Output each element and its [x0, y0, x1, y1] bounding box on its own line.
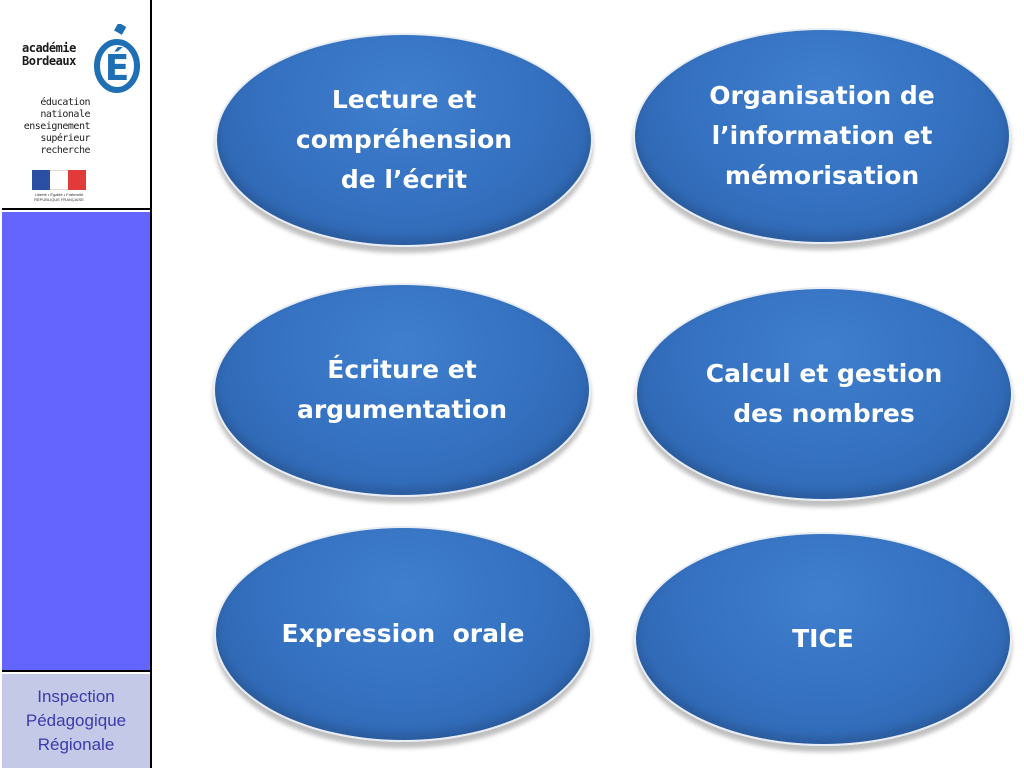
oval-expression-orale[interactable]: Expression orale [214, 526, 592, 742]
french-flag-icon [32, 170, 86, 190]
oval-label: Écriture et argumentation [296, 355, 507, 424]
flag-caption: Liberté • Égalité • Fraternité RÉPUBLIQU… [34, 192, 84, 202]
footer-line-1: Inspection [37, 687, 115, 706]
academie-logo: académie Bordeaux É éducation nationale … [2, 2, 150, 210]
oval-label: Lecture et compréhension de l’écrit [295, 85, 513, 194]
e-logo-icon: É [94, 24, 140, 93]
logo-bordeaux: Bordeaux [22, 54, 76, 68]
oval-label: Calcul et gestion des nombres [705, 359, 943, 428]
oval-organisation[interactable]: Organisation de l’information et mémoris… [633, 28, 1011, 244]
logo-wordmark: académie Bordeaux [22, 42, 76, 68]
sidebar-footer-label: Inspection Pédagogique Régionale [2, 674, 150, 768]
footer-line-2: Pédagogique [25, 711, 127, 730]
logo-academie: académie [22, 41, 76, 55]
logo-line: enseignement [23, 121, 91, 132]
logo-line: supérieur [40, 133, 90, 144]
oval-label: Organisation de l’information et mémoris… [709, 81, 935, 190]
sidebar-color-panel [2, 212, 150, 672]
oval-label: TICE [792, 624, 854, 653]
sidebar: académie Bordeaux É éducation nationale … [0, 0, 152, 768]
footer-line-3: Régionale [37, 735, 115, 754]
logo-ministry-lines: éducation nationale enseignement supérie… [6, 97, 91, 157]
oval-ecriture[interactable]: Écriture et argumentation [213, 283, 591, 497]
logo-letter: É [105, 47, 130, 89]
logo-line: recherche [40, 145, 90, 156]
oval-calcul[interactable]: Calcul et gestion des nombres [635, 287, 1013, 501]
logo-line: nationale [40, 109, 90, 120]
oval-tice[interactable]: TICE [634, 532, 1012, 746]
logo-line: éducation [40, 97, 90, 108]
oval-label: Expression orale [281, 619, 525, 648]
oval-lecture[interactable]: Lecture et compréhension de l’écrit [215, 33, 593, 247]
